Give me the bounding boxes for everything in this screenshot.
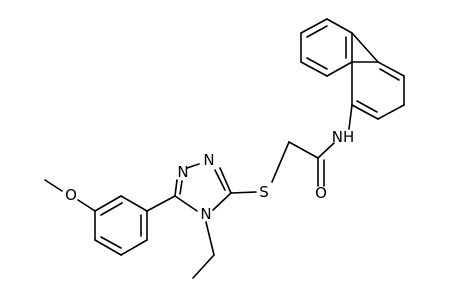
bond (186, 163, 200, 169)
bond (351, 104, 379, 120)
bond (77, 199, 96, 212)
triazole-nitrogen-2-label: N (203, 151, 214, 169)
bond (317, 142, 335, 159)
bond (377, 104, 405, 120)
bond (212, 192, 232, 211)
double-bond (100, 202, 123, 216)
methoxyphenyl-ring (44, 179, 176, 256)
amide-group (271, 104, 353, 187)
bond (94, 239, 122, 256)
double-bond (356, 100, 378, 113)
triazole-nitrogen-1-label: N (177, 163, 188, 181)
double-bond (179, 180, 183, 195)
bond (120, 195, 148, 212)
bond (377, 61, 405, 77)
sulfur-label: S (259, 183, 269, 201)
bond (120, 239, 148, 256)
bond (300, 18, 328, 34)
bond (192, 254, 215, 279)
triazole-ring (174, 163, 257, 212)
bond (271, 141, 290, 183)
double-bond (306, 57, 328, 70)
ethyl-group (192, 221, 215, 279)
triazole-nitrogen-4-label: N (200, 205, 211, 223)
bond (174, 195, 198, 212)
amide-nitrogen-label: NH (332, 128, 355, 146)
bond (219, 167, 232, 194)
bond (288, 141, 319, 159)
bond (326, 61, 353, 77)
double-bond (214, 169, 226, 191)
bond (174, 179, 178, 197)
bond (326, 18, 353, 34)
bond (348, 104, 353, 130)
naphthalene-ring (300, 18, 405, 120)
bond (146, 195, 176, 212)
bond (44, 179, 63, 192)
bond (230, 191, 257, 194)
methoxy-oxygen-label: O (65, 186, 77, 204)
double-bond (100, 236, 122, 249)
double-bond (306, 25, 328, 38)
bond (94, 195, 122, 212)
atom-labels: O N N N S O NH (65, 128, 354, 223)
bond (351, 32, 379, 63)
bond (300, 61, 328, 77)
carbonyl-oxygen-label: O (315, 184, 327, 202)
bond (205, 221, 215, 256)
double-bond (379, 68, 400, 81)
